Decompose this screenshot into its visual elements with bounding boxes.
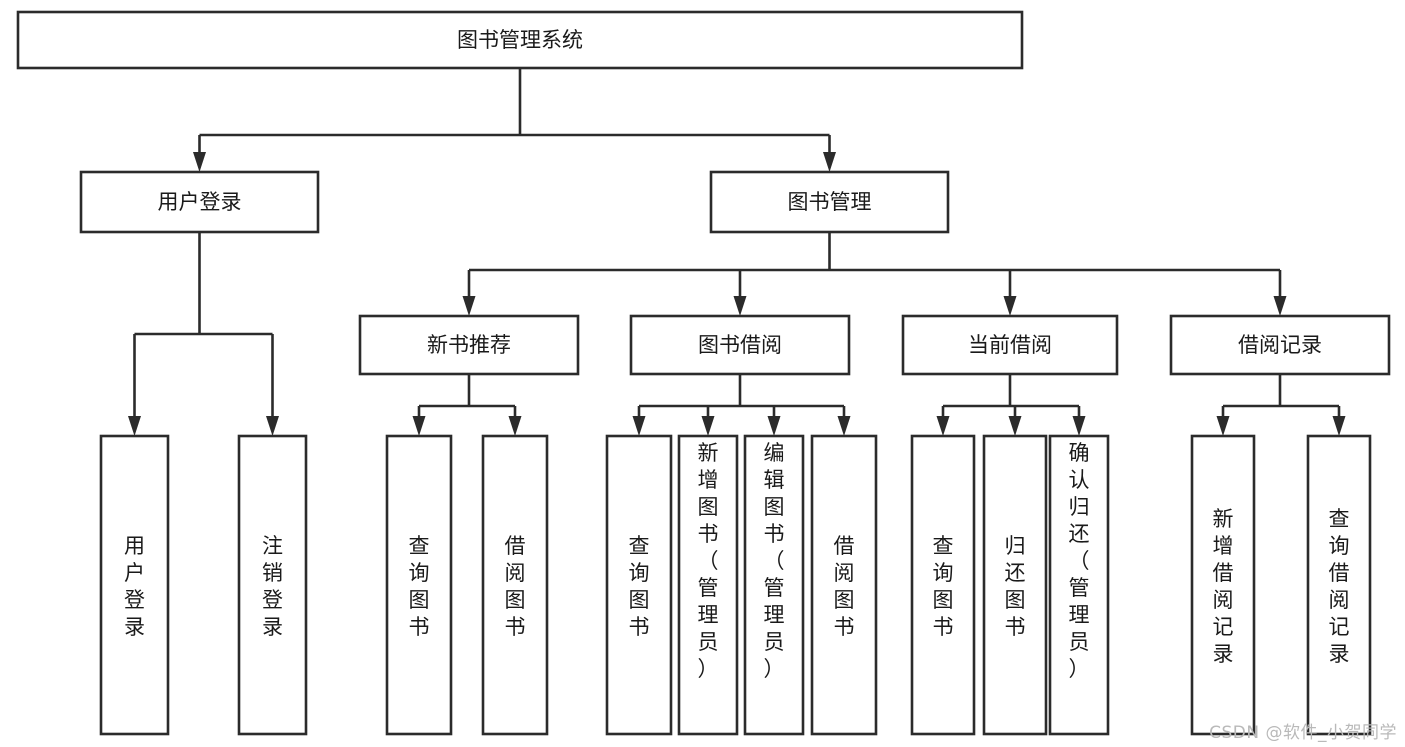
level2-node-user-login[interactable]: 用户登录 bbox=[79, 170, 320, 234]
node-label: 确认归还（管理员） bbox=[1069, 441, 1090, 681]
node-box bbox=[385, 434, 453, 736]
node-box bbox=[605, 434, 673, 736]
level3-node-new-book-recommend[interactable]: 新书推荐 bbox=[358, 314, 580, 376]
node-box bbox=[1190, 434, 1256, 736]
node-label: 查询图书 bbox=[409, 534, 430, 639]
leaf-node-leaf-add-book[interactable]: 新增图书（管理员） bbox=[677, 434, 739, 736]
node-label: 归还图书 bbox=[1005, 534, 1026, 639]
node-box bbox=[743, 434, 805, 736]
leaf-node-leaf-confirm-return[interactable]: 确认归还（管理员） bbox=[1048, 434, 1110, 736]
node-label: 图书借阅 bbox=[698, 333, 782, 357]
leaf-node-leaf-query-borrow-record[interactable]: 查询借阅记录 bbox=[1306, 434, 1372, 736]
node-label: 借阅图书 bbox=[505, 534, 526, 639]
node-box bbox=[481, 434, 549, 736]
node-box bbox=[709, 170, 950, 234]
node-box bbox=[237, 434, 308, 736]
node-label: 新增图书（管理员） bbox=[698, 441, 719, 681]
node-box bbox=[1306, 434, 1372, 736]
level3-node-borrow-record[interactable]: 借阅记录 bbox=[1169, 314, 1391, 376]
connector-user-login-to-leaves bbox=[128, 232, 279, 436]
root-node-root[interactable]: 图书管理系统 bbox=[16, 10, 1024, 70]
node-label: 编辑图书（管理员） bbox=[764, 441, 785, 681]
leaf-node-leaf-borrow-book-1[interactable]: 借阅图书 bbox=[481, 434, 549, 736]
node-label: 图书管理系统 bbox=[457, 28, 583, 52]
node-label: 新书推荐 bbox=[427, 333, 511, 357]
node-box bbox=[629, 314, 851, 376]
node-box bbox=[358, 314, 580, 376]
node-label: 当前借阅 bbox=[968, 333, 1052, 357]
node-label: 用户登录 bbox=[124, 534, 145, 639]
node-box bbox=[16, 10, 1024, 70]
node-label: 图书管理 bbox=[788, 190, 872, 214]
leaf-node-leaf-query-book-2[interactable]: 查询图书 bbox=[605, 434, 673, 736]
connector-book-manage-to-level3 bbox=[462, 232, 1287, 316]
node-box bbox=[99, 434, 170, 736]
leaf-node-leaf-user-logout[interactable]: 注销登录 bbox=[237, 434, 308, 736]
node-label: 查询借阅记录 bbox=[1329, 507, 1350, 666]
leaf-node-leaf-add-borrow-record[interactable]: 新增借阅记录 bbox=[1190, 434, 1256, 736]
node-box bbox=[1048, 434, 1110, 736]
connector-record-to-leaves bbox=[1216, 374, 1346, 436]
node-label: 借阅记录 bbox=[1238, 333, 1322, 357]
node-box bbox=[1169, 314, 1391, 376]
connector-current-to-leaves bbox=[936, 374, 1086, 436]
leaf-node-leaf-query-book-3[interactable]: 查询图书 bbox=[910, 434, 976, 736]
node-box bbox=[677, 434, 739, 736]
level3-node-book-borrow[interactable]: 图书借阅 bbox=[629, 314, 851, 376]
node-label: 借阅图书 bbox=[834, 534, 855, 639]
node-label: 用户登录 bbox=[158, 190, 242, 214]
leaf-node-leaf-query-book-1[interactable]: 查询图书 bbox=[385, 434, 453, 736]
node-layer: 图书管理系统用户登录图书管理新书推荐图书借阅当前借阅借阅记录用户登录注销登录查询… bbox=[16, 10, 1391, 736]
node-box bbox=[79, 170, 320, 234]
csdn-watermark: CSDN @软件_小贺同学 bbox=[1209, 723, 1397, 743]
connector-borrow-to-leaves bbox=[632, 374, 851, 436]
node-label: 查询图书 bbox=[629, 534, 650, 639]
node-box bbox=[982, 434, 1048, 736]
node-label: 查询图书 bbox=[933, 534, 954, 639]
node-label: 注销登录 bbox=[262, 534, 283, 639]
leaf-node-leaf-return-book[interactable]: 归还图书 bbox=[982, 434, 1048, 736]
node-box bbox=[901, 314, 1119, 376]
connector-recommend-to-leaves bbox=[412, 374, 522, 436]
leaf-node-leaf-borrow-book-2[interactable]: 借阅图书 bbox=[810, 434, 878, 736]
leaf-node-leaf-edit-book[interactable]: 编辑图书（管理员） bbox=[743, 434, 805, 736]
node-box bbox=[810, 434, 878, 736]
connector-layer bbox=[128, 68, 1346, 436]
leaf-node-leaf-user-login[interactable]: 用户登录 bbox=[99, 434, 170, 736]
connector-root-to-level2 bbox=[193, 68, 836, 172]
level3-node-current-borrow[interactable]: 当前借阅 bbox=[901, 314, 1119, 376]
node-box bbox=[910, 434, 976, 736]
node-label: 新增借阅记录 bbox=[1213, 507, 1234, 666]
level2-node-book-manage[interactable]: 图书管理 bbox=[709, 170, 950, 234]
